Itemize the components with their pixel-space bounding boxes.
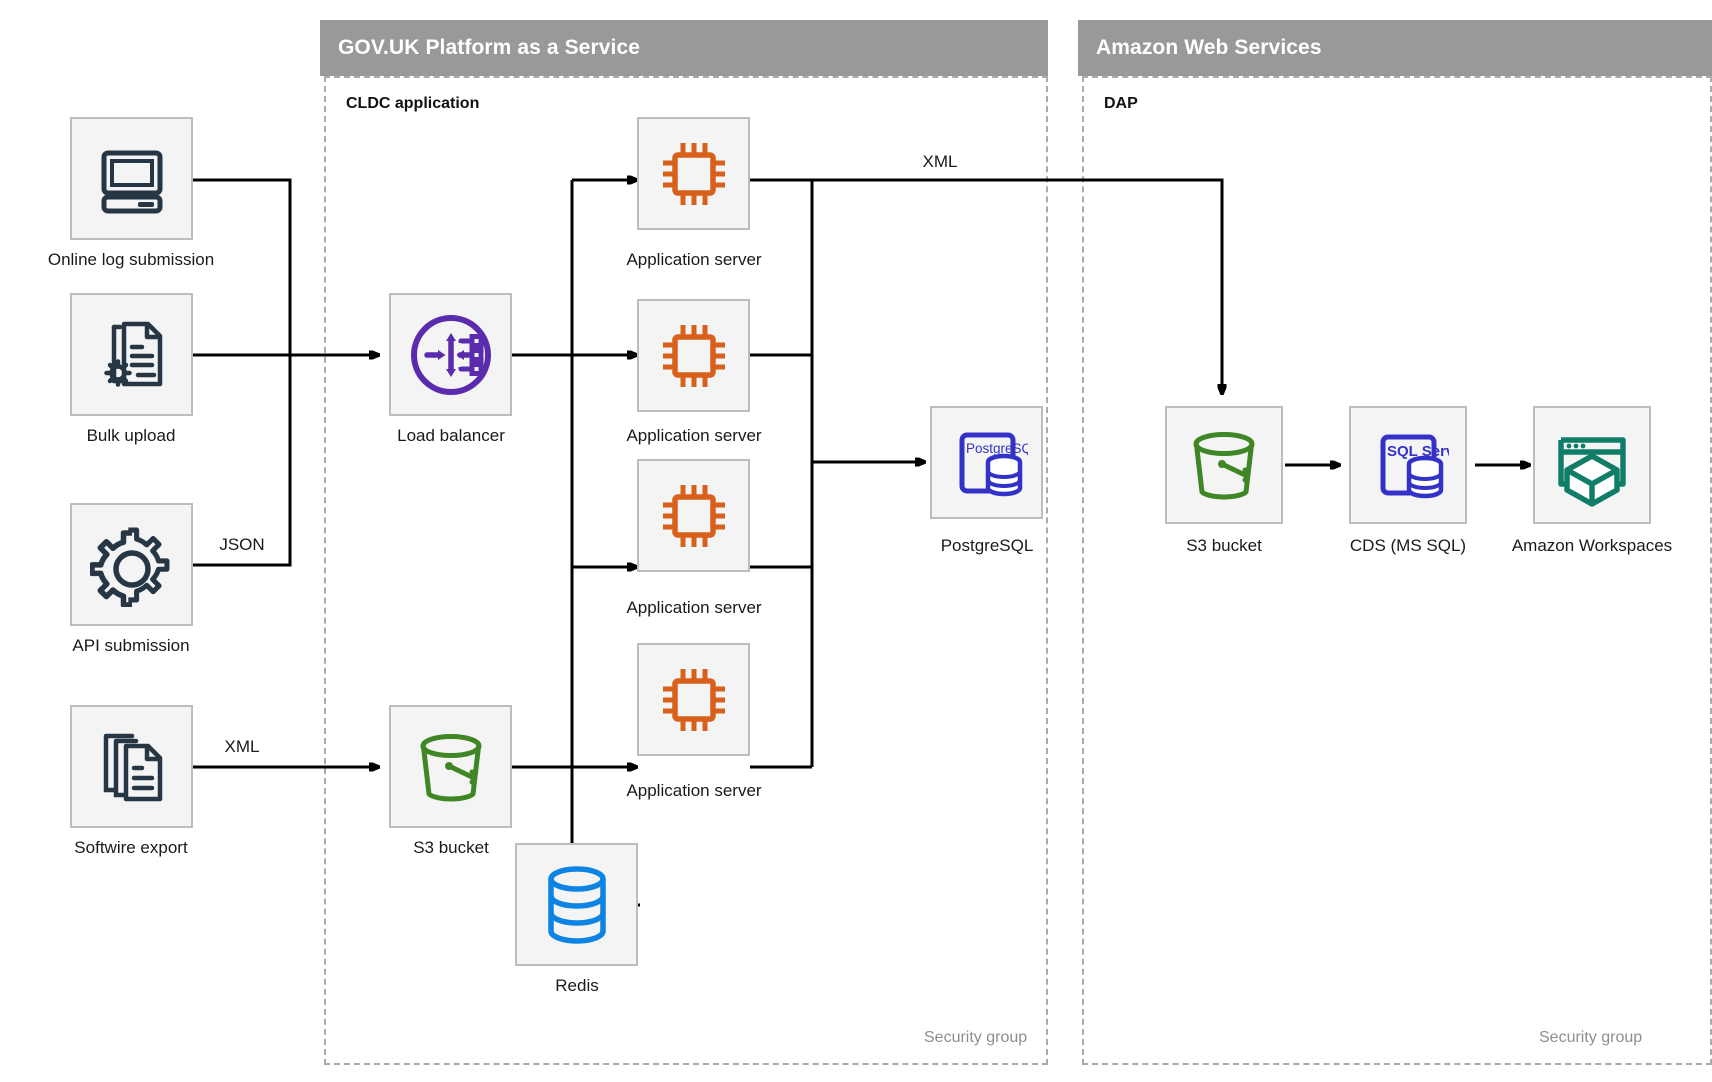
redis-box[interactable] <box>515 843 638 966</box>
zone-box-govuk <box>324 76 1048 1065</box>
security-group-label-aws: Security group <box>1535 1029 1647 1047</box>
app-server-4-box[interactable] <box>637 643 750 756</box>
s3-bucket-paas-box[interactable] <box>389 705 512 828</box>
postgresql-label: PostgreSQL <box>940 536 1034 555</box>
amazon-workspaces-box[interactable] <box>1533 406 1651 524</box>
database-cylinder-icon <box>547 865 606 944</box>
cds-ms-sql-label: CDS (MS SQL) <box>1349 536 1467 555</box>
zone-box-aws <box>1082 76 1712 1065</box>
app-server-2-box[interactable] <box>637 299 750 412</box>
s3-bucket-icon <box>420 733 481 801</box>
security-group-label-govuk: Security group <box>920 1029 1032 1047</box>
softwire-export-label: Softwire export <box>74 838 188 857</box>
zone-sub-label-dap: DAP <box>1104 95 1138 112</box>
bulk-upload-label: Bulk upload <box>86 426 176 445</box>
redis-label: Redis <box>555 976 599 995</box>
zone-header-aws: Amazon Web Services <box>1078 20 1712 76</box>
edge-label-json: JSON <box>216 535 268 555</box>
cpu-chip-icon <box>662 484 725 547</box>
postgresql-box[interactable]: PostgreSQL <box>930 406 1043 519</box>
svg-text:SQL Server: SQL Server <box>1387 443 1449 460</box>
load-balancer-label: Load balancer <box>397 426 505 445</box>
cds-ms-sql-box[interactable]: SQL Server <box>1349 406 1467 524</box>
api-submission-box[interactable] <box>70 503 193 626</box>
bulk-upload-box[interactable] <box>70 293 193 416</box>
zone-header-govuk-title: GOV.UK Platform as a Service <box>338 36 640 59</box>
app-server-1-label: Application server <box>626 250 762 269</box>
sql-server-icon: SQL Server <box>1380 434 1449 499</box>
edge-label-xml-softwire: XML <box>221 737 263 757</box>
app-server-1-box[interactable] <box>637 117 750 230</box>
load-balancer-box[interactable] <box>389 293 512 416</box>
zone-header-govuk: GOV.UK Platform as a Service <box>320 20 1048 76</box>
svg-text:PostgreSQL: PostgreSQL <box>966 441 1028 456</box>
s3-bucket-aws-box[interactable] <box>1165 406 1283 524</box>
app-server-3-box[interactable] <box>637 459 750 572</box>
amazon-workspaces-icon <box>1558 437 1626 507</box>
desktop-computer-icon <box>101 150 162 213</box>
softwire-export-box[interactable] <box>70 705 193 828</box>
s3-bucket-paas-label: S3 bucket <box>413 838 489 857</box>
s3-bucket-aws-label: S3 bucket <box>1186 536 1262 555</box>
edge-label-xml-appserver-s3: XML <box>919 152 961 172</box>
amazon-workspaces-label: Amazon Workspaces <box>1511 536 1673 555</box>
gear-icon <box>89 527 169 607</box>
app-server-2-label: Application server <box>626 426 762 445</box>
app-server-4-label: Application server <box>626 781 762 800</box>
online-log-submission-box[interactable] <box>70 117 193 240</box>
online-log-submission-label: Online log submission <box>47 250 215 269</box>
document-gear-icon <box>103 321 162 387</box>
api-submission-label: API submission <box>72 636 190 655</box>
zone-header-aws-title: Amazon Web Services <box>1096 36 1322 59</box>
cpu-chip-icon <box>662 668 725 731</box>
s3-bucket-icon <box>1193 432 1255 500</box>
app-server-3-label: Application server <box>626 598 762 617</box>
documents-stack-icon <box>103 733 162 801</box>
cpu-chip-icon <box>662 324 725 387</box>
load-balancer-icon <box>410 314 491 395</box>
cpu-chip-icon <box>662 142 725 205</box>
postgresql-icon: PostgreSQL <box>959 432 1028 496</box>
zone-sub-label-cldc: CLDC application <box>346 95 480 112</box>
